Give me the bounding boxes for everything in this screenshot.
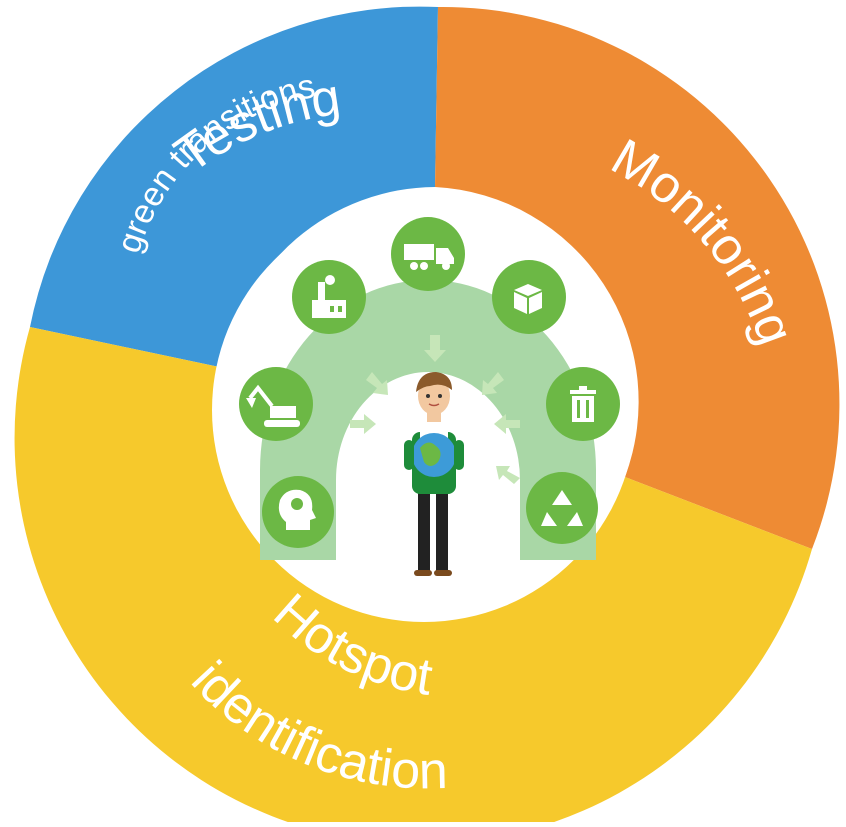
boxes-icon	[492, 260, 566, 334]
center-illustration	[239, 217, 620, 576]
recycle-icon	[526, 472, 598, 544]
lightbulb-head-icon	[262, 476, 334, 548]
arch	[260, 280, 596, 560]
person-with-globe	[404, 372, 464, 576]
factory-icon	[292, 260, 366, 334]
excavator-icon	[239, 367, 313, 441]
trash-can-icon	[546, 367, 620, 441]
segment-hotspot	[14, 327, 812, 827]
segment-testing	[30, 6, 438, 369]
segment-monitoring	[435, 6, 840, 549]
truck-icon	[391, 217, 465, 291]
flow-arrows	[350, 335, 520, 484]
